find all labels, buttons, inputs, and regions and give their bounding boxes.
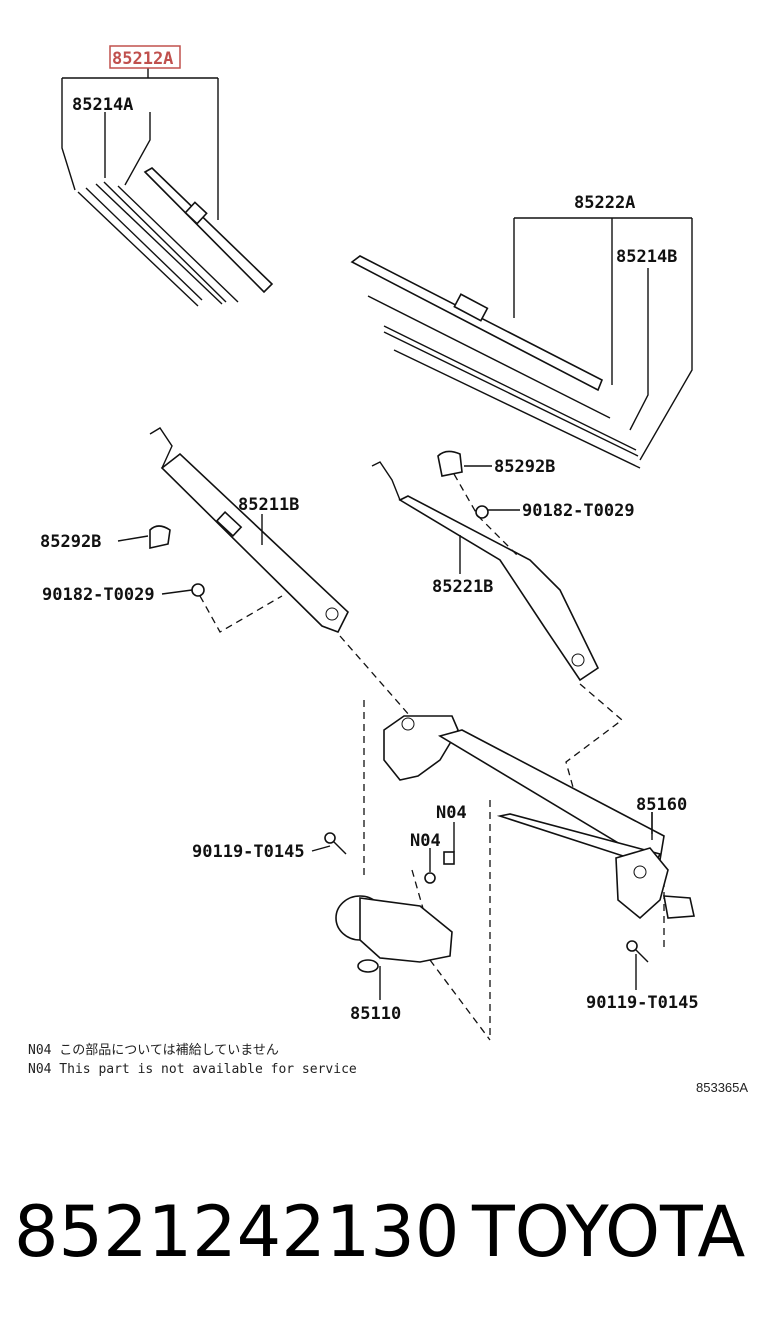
label-85110[interactable]: 85110: [350, 1004, 401, 1024]
highlight-box: [109, 45, 181, 69]
label-85214b[interactable]: 85214B: [616, 247, 677, 267]
brand-name: TOYOTA: [471, 1191, 745, 1273]
bolt-n04: [424, 822, 455, 884]
label-85292b-right[interactable]: 85292B: [494, 457, 555, 477]
wiper-arm-right: [371, 461, 600, 682]
note-en: N04 This part is not available for servi…: [28, 1062, 357, 1077]
label-90119-left[interactable]: 90119-T0145: [192, 842, 305, 862]
label-85221b[interactable]: 85221B: [432, 577, 493, 597]
nut-left: [191, 583, 205, 597]
blade-assembly-right-group: [350, 217, 693, 469]
bolt-right: [626, 940, 649, 990]
pivot-cap-right: [437, 450, 463, 477]
wiper-linkage: [383, 715, 695, 920]
figure-code: 853365A: [696, 1080, 748, 1095]
label-n04-top[interactable]: N04: [436, 803, 467, 823]
blade-assembly-left-group: [61, 68, 274, 307]
label-90182-right[interactable]: 90182-T0029: [522, 501, 635, 521]
label-85214a[interactable]: 85214A: [72, 95, 133, 115]
label-90182-left[interactable]: 90182-T0029: [42, 585, 155, 605]
label-85222a[interactable]: 85222A: [574, 193, 635, 213]
wiper-arm-left: [149, 427, 349, 634]
wiper-blade-left: [143, 167, 274, 294]
label-n04-mid[interactable]: N04: [410, 831, 441, 851]
wiper-motor: [335, 895, 453, 1000]
pivot-cap-left: [149, 525, 171, 549]
note-jp: N04 この部品については補給していません: [28, 1043, 279, 1058]
label-85212a[interactable]: 85212A: [112, 49, 173, 69]
part-number: 8521242130: [14, 1191, 459, 1273]
label-85292b-left[interactable]: 85292B: [40, 532, 101, 552]
label-90119-right[interactable]: 90119-T0145: [586, 993, 699, 1013]
nut-right: [475, 505, 489, 519]
label-85160[interactable]: 85160: [636, 795, 687, 815]
wiper-blade-right: [350, 255, 604, 392]
label-85211b[interactable]: 85211B: [238, 495, 299, 515]
bolt-left: [311, 832, 347, 855]
